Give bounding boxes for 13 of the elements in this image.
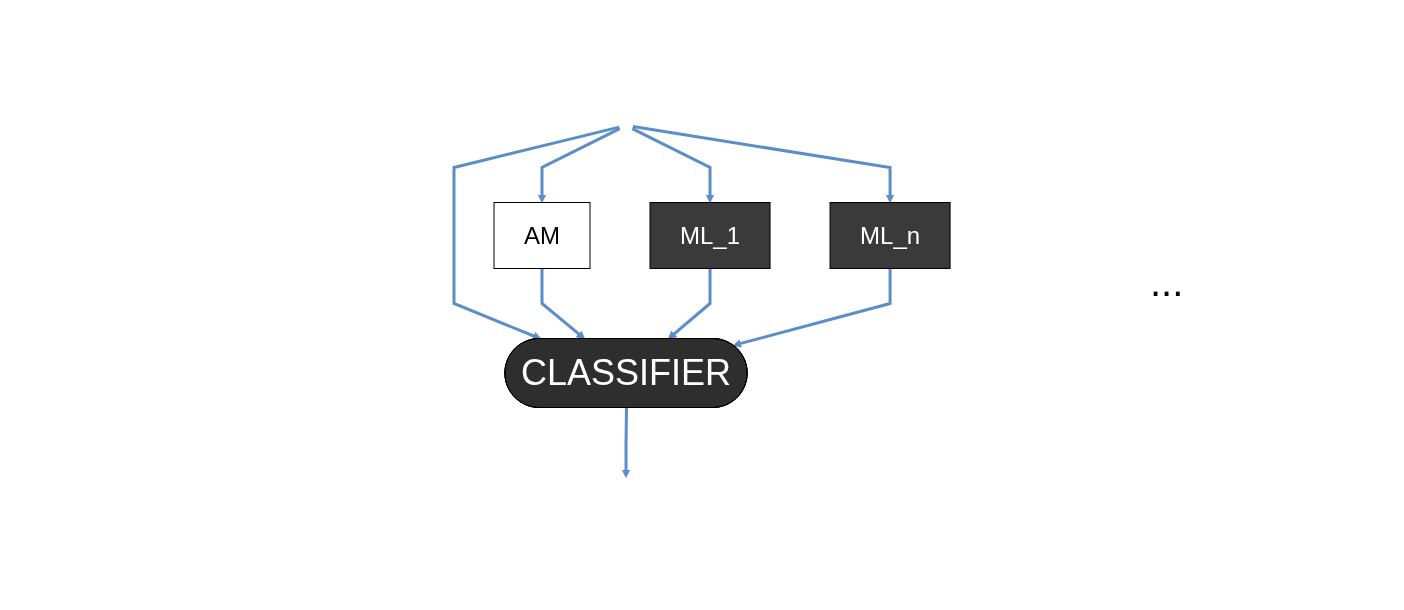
- arrow: [452, 125, 620, 341]
- arrow: [667, 268, 712, 340]
- arrow: [632, 125, 895, 203]
- classifier-ellipse: CLASSIFIER: [504, 338, 748, 408]
- process-box: AM: [493, 202, 591, 269]
- arrow: [732, 268, 892, 348]
- process-box: ML_1: [649, 202, 771, 269]
- process-box: ML_n: [829, 202, 951, 269]
- arrow: [540, 268, 586, 340]
- arrow: [621, 407, 631, 478]
- ellipsis-text: ...: [1150, 260, 1184, 305]
- arrow: [631, 127, 715, 203]
- arrow: [537, 127, 621, 203]
